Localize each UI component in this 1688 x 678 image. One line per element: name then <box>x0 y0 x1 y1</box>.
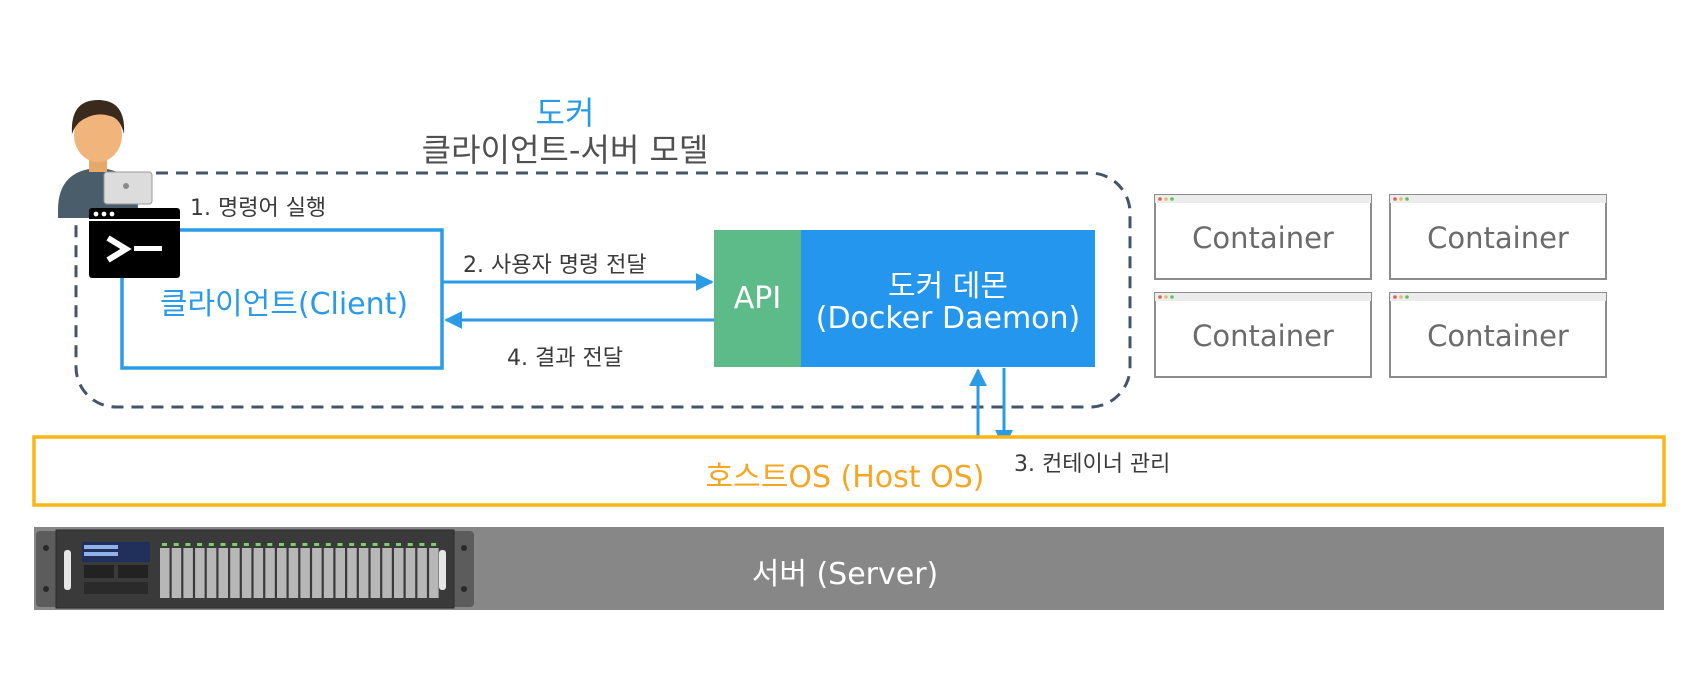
drive-bay <box>347 548 357 598</box>
step-3-label: 3. 컨테이너 관리 <box>1014 452 1171 477</box>
drive-bay <box>230 548 240 598</box>
server-rack-icon <box>36 529 474 609</box>
container-label: Container <box>1427 319 1569 353</box>
container-label: Container <box>1427 221 1569 255</box>
drive-bay-led <box>431 543 437 546</box>
step-4-label: 4. 결과 전달 <box>507 346 623 371</box>
host-os-bar <box>32 435 1666 507</box>
drive-bay <box>183 548 193 598</box>
drive-bay-row <box>160 543 439 598</box>
container-label: Container <box>1192 319 1334 353</box>
drive-bay-led <box>396 543 401 546</box>
drive-bay-led <box>337 543 343 546</box>
terminal-icon <box>89 208 180 278</box>
host-os-label: 호스트OS (Host OS) <box>705 460 985 495</box>
drive-bay <box>265 548 275 598</box>
drive-bay <box>417 548 427 598</box>
drive-bay-led <box>279 543 284 546</box>
drive-bay-led <box>185 543 191 546</box>
docker-model-boundary <box>74 171 1132 409</box>
drive-bay <box>323 548 334 598</box>
diagram-title-primary: 도커 <box>535 94 595 132</box>
drive-bay-led <box>173 543 179 546</box>
drive-bay-led <box>360 543 366 546</box>
drive-bay <box>405 548 416 598</box>
drive-bay-led <box>232 543 238 546</box>
drive-bay <box>394 548 404 598</box>
container-window-3 <box>1154 292 1372 378</box>
drive-bay <box>358 548 369 598</box>
drive-bay <box>288 548 299 598</box>
drive-bay <box>335 548 345 598</box>
drive-bay-led <box>314 543 320 546</box>
container-window-1 <box>1154 194 1372 280</box>
drive-bay-led <box>407 543 413 546</box>
drive-bay <box>253 548 264 598</box>
drive-bay <box>195 548 205 598</box>
drive-bay <box>218 548 228 598</box>
drive-bay-led <box>372 543 378 546</box>
api-label: API <box>733 281 782 316</box>
drive-bay <box>171 548 182 598</box>
drive-bay <box>429 548 439 598</box>
drive-bay-led <box>267 543 273 546</box>
diagram-title-secondary: 클라이언트-서버 모델 <box>421 131 709 169</box>
drive-bay-led <box>243 543 249 546</box>
drive-bay-led <box>349 543 355 546</box>
docker-daemon-sublabel: (Docker Daemon) <box>815 301 1081 336</box>
drive-bay <box>277 548 287 598</box>
api-box <box>714 230 801 367</box>
server-label: 서버 (Server) <box>751 557 939 592</box>
docker-daemon-label: 도커 데몬 <box>888 269 1008 304</box>
step-1-label: 1. 명령어 실행 <box>190 196 327 221</box>
docker-daemon-box <box>801 230 1095 367</box>
drive-bay-led <box>325 543 331 546</box>
drive-bay <box>241 548 252 598</box>
drive-bay-led <box>290 543 296 546</box>
drive-bay-led <box>302 543 308 546</box>
client-label: 클라이언트(Client) <box>159 287 409 322</box>
drive-bay <box>206 548 217 598</box>
drive-bay <box>312 548 322 598</box>
drive-bay-led <box>419 543 425 546</box>
container-window-2 <box>1389 194 1607 280</box>
container-window-4 <box>1389 292 1607 378</box>
user-icon <box>58 100 153 218</box>
drive-bay-led <box>384 543 390 546</box>
drive-bay-led <box>197 543 203 546</box>
step-2-label: 2. 사용자 명령 전달 <box>463 253 647 278</box>
drive-bay-led <box>208 543 214 546</box>
drive-bay <box>160 548 170 598</box>
drive-bay <box>300 548 310 598</box>
drive-bay-led <box>162 543 167 546</box>
drive-bay <box>370 548 381 598</box>
container-label: Container <box>1192 221 1334 255</box>
drive-bay-led <box>220 543 226 546</box>
drive-bay-led <box>255 543 261 546</box>
drive-bay <box>382 548 392 598</box>
